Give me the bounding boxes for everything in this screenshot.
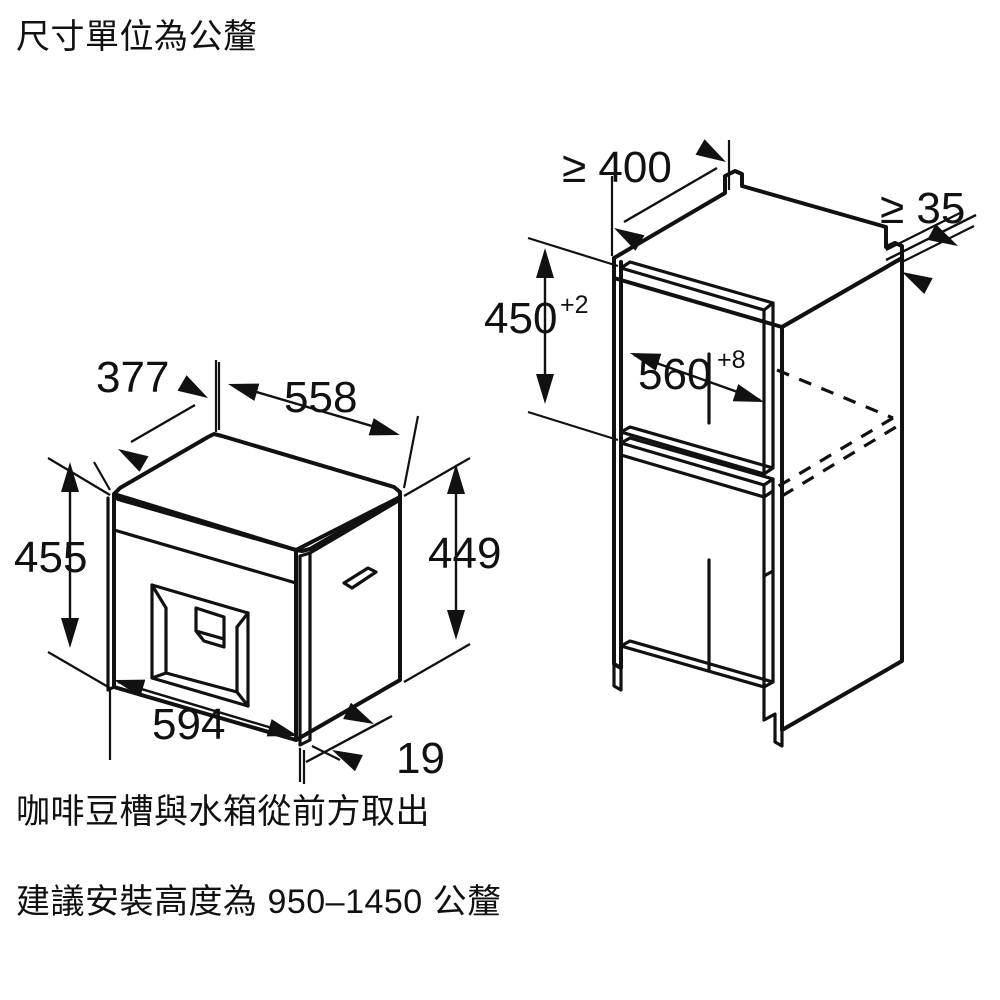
dimension-min-35: ≥ 35: [880, 184, 977, 295]
dimension-594: 594: [108, 671, 302, 782]
dimension-455: 455: [14, 457, 111, 689]
dimension-niche-width: 560 +8: [627, 344, 767, 411]
dimension-min-35-label: ≥ 35: [880, 184, 965, 233]
dimension-19: 19: [302, 702, 445, 784]
dimension-niche-height: 450 +2: [484, 236, 619, 442]
dimension-377-label: 377: [96, 353, 169, 402]
footer-note-install-height: 建議安裝高度為 950–1450 公釐: [16, 883, 502, 921]
cabinet-upper-niche: [619, 260, 775, 476]
dimension-niche-height-tolerance: +2: [560, 291, 589, 319]
appliance-door-edge: [298, 498, 402, 747]
title-note: 尺寸單位為公釐: [16, 18, 258, 56]
cabinet-right-panel: [762, 256, 904, 748]
cabinet-dashed-guides: [776, 368, 897, 498]
cabinet-lower-niche: [619, 453, 775, 689]
dispenser-recess: [150, 583, 250, 708]
cabinet-top-face: [612, 169, 904, 329]
dimension-niche-height-label: 450: [484, 294, 557, 343]
dimension-niche-width-tolerance: +8: [717, 346, 746, 374]
dimension-455-label: 455: [14, 533, 87, 582]
cabinet-drawing: ≥ 400 ≥ 35 450 +2: [484, 139, 977, 748]
dimension-19-label: 19: [396, 734, 445, 783]
appliance-front-lip: [106, 496, 116, 692]
appliance-drawing: 377 558 455: [14, 353, 501, 784]
appliance-side-face: [294, 495, 402, 742]
dimension-min-400: ≥ 400: [562, 139, 731, 256]
dimension-594-label: 594: [152, 700, 225, 749]
dimension-558: 558: [217, 362, 420, 489]
appliance-top-face: [112, 432, 402, 553]
dimension-449-label: 449: [428, 529, 501, 578]
dimension-449: 449: [403, 457, 501, 683]
appliance-side-handle: [342, 566, 378, 590]
dimension-niche-width-label: 560: [638, 350, 711, 399]
dimension-377: 377: [93, 353, 218, 491]
footer-note-removal: 咖啡豆槽與水箱從前方取出: [16, 793, 430, 831]
dimension-558-label: 558: [284, 373, 357, 422]
dimension-min-400-label: ≥ 400: [562, 143, 672, 192]
